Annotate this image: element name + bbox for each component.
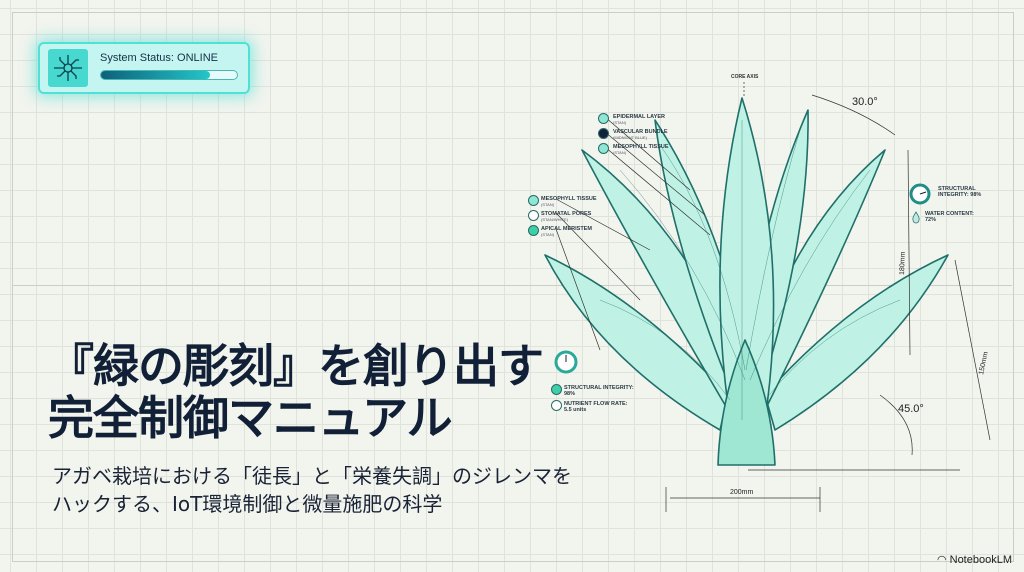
height-dim-180: 180mm [899, 251, 907, 275]
left-nutrient-stat: NUTRIENT FLOW RATE: 5.5 units [564, 401, 628, 413]
vascular-dot [598, 128, 609, 139]
mesophyll-left-dot [528, 195, 539, 206]
leaf [544, 254, 729, 431]
epidermal-dot [598, 113, 609, 124]
angle-bottom-label: 45.0° [898, 403, 924, 415]
width-dim-label: 200mm [730, 489, 754, 496]
label-mesophyll-left: MESOPHYLL TISSUE(STAN) [541, 196, 597, 207]
plant-base [717, 339, 776, 466]
core-axis-label: CORE AXIS [731, 74, 759, 80]
height-dim-150: 150mm [978, 351, 990, 375]
left-integrity-stat: STRUCTURAL INTEGRITY: 98% [564, 385, 634, 397]
title-line-2: 完全制御マニュアル [48, 391, 453, 445]
label-apical: APICAL MERISTEM(STAN) [541, 226, 592, 237]
mesophyll-dot [598, 143, 609, 154]
agave-plant [544, 97, 949, 466]
leaf [719, 97, 775, 421]
label-epidermal: EPIDERMAL LAYER(STAN) [613, 114, 665, 125]
page-title: 『緑の彫刻』を創り出す 完全制御マニュアル [48, 339, 544, 445]
status-label: System Status: ONLINE [100, 52, 218, 64]
gauge-icon-left [554, 350, 578, 374]
label-mesophyll-top: MESOPHYLL TISSUE(STAN) [613, 144, 669, 155]
system-status-panel: System Status: ONLINE [38, 42, 250, 94]
angle-top-label: 30.0° [852, 96, 878, 108]
gauge-icon-right [909, 183, 931, 205]
right-water-stat: WATER CONTENT: 72% [925, 211, 974, 223]
circuit-icon [48, 49, 88, 87]
left-nutrient-dot [551, 400, 562, 411]
status-progress-fill [101, 71, 210, 79]
notebooklm-logo: ◠ NotebookLM [936, 554, 1012, 566]
title-line-1: 『緑の彫刻』を創り出す [48, 339, 544, 393]
label-vascular: VASCULAR BUNDLE(MIDNIGHT BLUE) [613, 129, 668, 140]
page-subtitle: アガベ栽培における「徒長」と「栄養失調」のジレンマを ハックする、IoT環境制御… [52, 462, 572, 518]
stomatal-dot [528, 210, 539, 221]
subtitle-line-2: ハックする、IoT環境制御と微量施肥の科学 [52, 492, 443, 516]
outer-frame [12, 12, 1014, 562]
label-stomatal: STOMATAL PORES(STAN/WHITE) [541, 211, 592, 222]
subtitle-line-1: アガベ栽培における「徒長」と「栄養失調」のジレンマを [52, 464, 572, 488]
water-drop-icon [912, 211, 920, 224]
apical-dot [528, 225, 539, 236]
status-progress-bar [100, 70, 238, 80]
inner-guide-line [12, 285, 1012, 286]
leaf [764, 254, 949, 431]
right-integrity-stat: STRUCTURAL INTEGRITY: 98% [938, 186, 982, 198]
left-integrity-dot [551, 384, 562, 395]
